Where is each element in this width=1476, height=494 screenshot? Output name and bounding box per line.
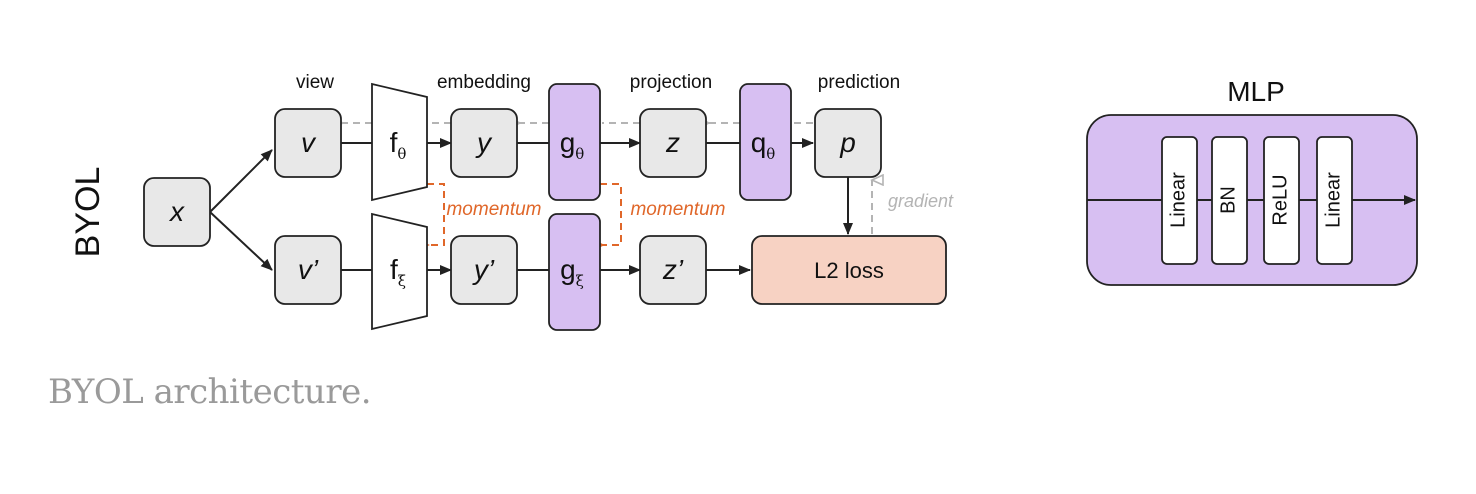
byol-title: BYOL (69, 167, 107, 258)
mlp-layer-linear-1 (1161, 136, 1198, 265)
projector-g-xi (548, 213, 601, 331)
mlp-layer-bn (1211, 136, 1248, 265)
node-y-label: y (475, 127, 493, 158)
header-projection: projection (630, 72, 712, 93)
gradient-label: gradient (888, 191, 954, 211)
header-view: view (296, 72, 334, 93)
encoder-f-xi (371, 212, 428, 331)
node-p (814, 108, 882, 178)
momentum-arrow-f (427, 183, 445, 245)
edge-x-to-v-prime (209, 211, 273, 271)
loss-label: L2 loss (814, 258, 884, 283)
mlp-layer-linear-2 (1316, 136, 1353, 265)
figure-caption: BYOL architecture. (48, 372, 372, 412)
predictor-q-theta-label: qθ (751, 127, 776, 163)
node-z-label: z (665, 127, 680, 158)
projector-g-theta-label: gθ (560, 127, 585, 163)
mlp-title: MLP (1227, 76, 1285, 107)
predictor-q-theta (739, 83, 792, 201)
projector-g-xi-label: gξ (560, 254, 584, 290)
mlp-layer-bn-label: BN (1217, 186, 1239, 214)
projector-g-theta (548, 83, 601, 201)
momentum-label-2: momentum (630, 199, 725, 220)
header-prediction: prediction (818, 72, 900, 93)
node-z-prime-label: z’ (662, 254, 684, 285)
node-x-label: x (168, 196, 185, 227)
encoder-f-theta-label: fθ (390, 127, 407, 163)
mlp-layer-relu (1263, 136, 1300, 265)
node-x (143, 177, 211, 247)
node-v (274, 108, 342, 178)
node-z (639, 108, 707, 178)
mlp-layer-relu-label: ReLU (1269, 174, 1291, 225)
momentum-arrow-g (600, 183, 622, 245)
node-v-prime-label: v’ (298, 254, 319, 285)
node-y-prime-label: y’ (472, 254, 495, 285)
node-p-label: p (839, 127, 856, 158)
node-z-prime (639, 235, 707, 305)
momentum-label-1: momentum (446, 199, 541, 220)
mlp-layer-linear-2-label: Linear (1322, 172, 1344, 228)
encoder-f-xi-label: fξ (390, 254, 406, 290)
mlp-layer-linear-1-label: Linear (1167, 172, 1189, 228)
node-v-label: v (301, 127, 317, 158)
encoder-f-theta (371, 82, 428, 202)
header-embedding: embedding (437, 72, 531, 93)
loss-box (751, 235, 947, 305)
node-v-prime (274, 235, 342, 305)
node-y (450, 108, 518, 178)
edge-x-to-v (209, 149, 273, 213)
node-y-prime (450, 235, 518, 305)
